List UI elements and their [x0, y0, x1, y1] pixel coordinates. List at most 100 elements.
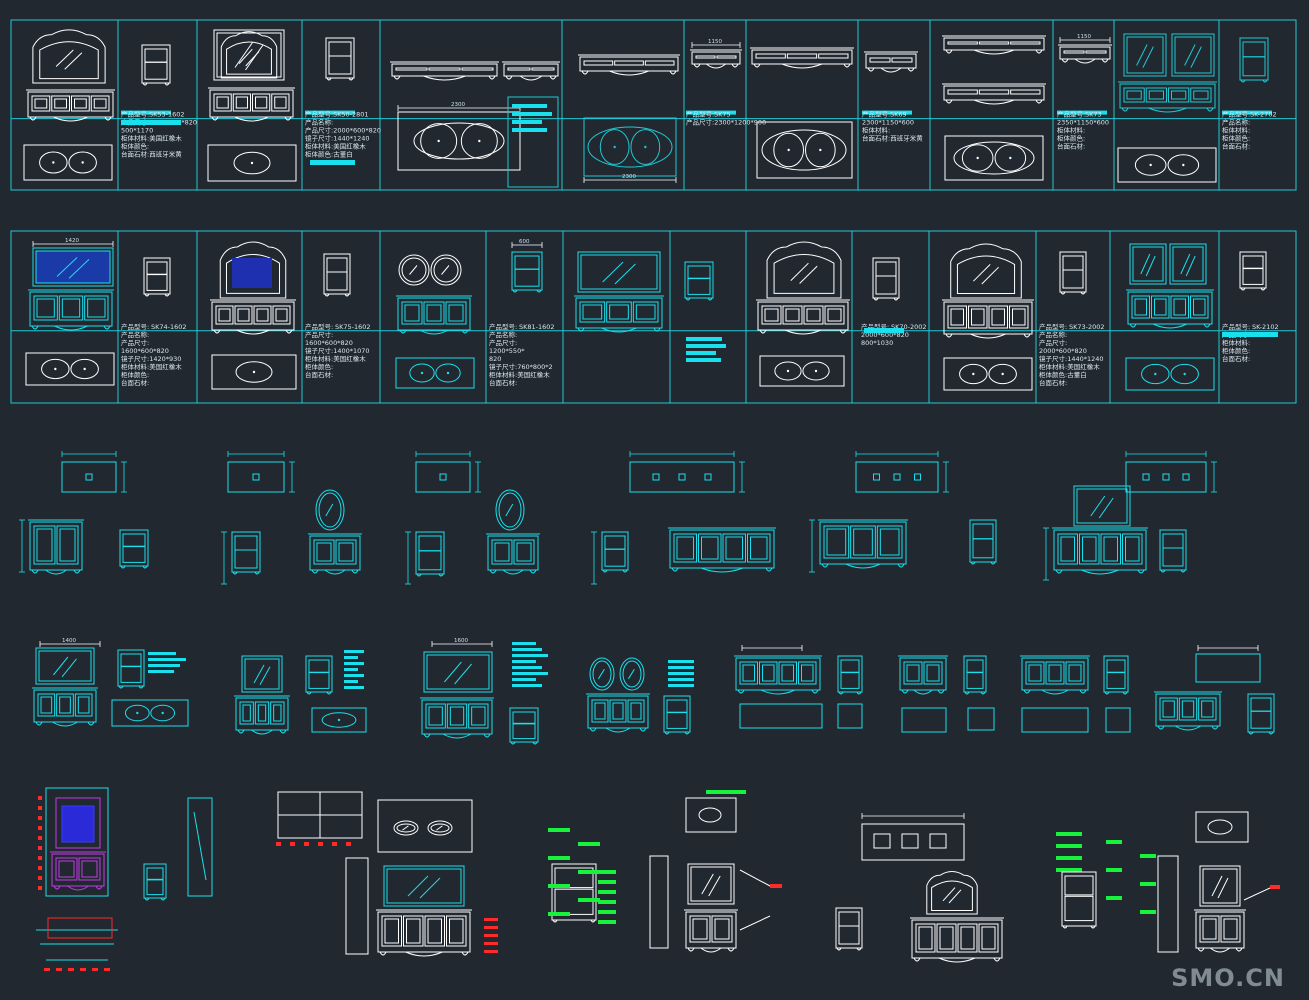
cabinet-door	[947, 89, 978, 95]
cabinet-door-panel	[426, 304, 442, 322]
oval-mirror-frame	[589, 657, 615, 691]
green-dimension-marker	[716, 790, 726, 794]
dimension-label: 1150	[1077, 34, 1091, 40]
mirror-reflection-line	[444, 661, 462, 683]
label-highlight-bar	[686, 337, 722, 341]
cabinet-door	[722, 533, 746, 563]
cabinet-door	[1199, 915, 1220, 943]
cabinet-body	[943, 37, 1045, 51]
label-highlight-bar	[344, 650, 364, 653]
drain-hole	[972, 372, 975, 376]
label-highlight-bar	[864, 328, 904, 333]
red-dimension-marker	[484, 926, 498, 929]
mirror-frame	[383, 865, 465, 907]
cabinet-door-panel	[274, 96, 287, 109]
cabinet-apron	[1074, 58, 1096, 64]
side-cabinet-legs	[970, 561, 996, 565]
mirror-reflection-line	[68, 259, 90, 279]
product-spec-text: 镜子尺寸:1440*1240	[305, 134, 370, 143]
mirror-reflection-line	[1142, 46, 1154, 68]
side-cabinet-door	[308, 671, 330, 689]
magenta-mirror-frame	[55, 797, 101, 849]
basin-outline	[420, 123, 458, 159]
cabinet-door	[423, 301, 445, 325]
basin-outline	[804, 132, 836, 168]
mirror-reflection-line	[454, 663, 472, 685]
mirror-glass-fill	[61, 805, 95, 843]
label-highlight-bar	[668, 672, 694, 675]
cabinet-legs	[759, 329, 847, 334]
drain-hole	[1001, 372, 1004, 376]
label-highlight-bar	[512, 104, 547, 108]
product-spec-text: 台面石材:	[489, 378, 517, 387]
side-cabinet-body	[551, 863, 597, 921]
oval-mirror-glass	[318, 492, 342, 528]
side-cabinet-door	[512, 722, 536, 740]
side-cabinet-door	[1242, 56, 1266, 77]
cabinet-legs	[399, 329, 469, 334]
mirror-reflection-line	[1190, 46, 1202, 68]
product-model-number: SK50-2801	[333, 111, 369, 119]
product-spec-text: 柜体材料:美国红橡木	[121, 134, 182, 143]
cabinet-legs	[753, 63, 851, 68]
product-spec-text: 2000*600*820	[1039, 347, 1087, 355]
red-dimension-marker	[770, 884, 782, 888]
side-cabinet-body	[969, 519, 997, 563]
cabinet-door	[446, 915, 467, 947]
red-dimension-marker	[104, 968, 110, 971]
vanity-top-plan	[377, 799, 473, 853]
mirror-reflection-line	[245, 44, 264, 71]
drain-hole	[819, 148, 822, 152]
cabinet-door	[1085, 50, 1107, 54]
mirror-reflection-line	[1211, 875, 1223, 897]
cabinet-door	[313, 539, 335, 565]
label-highlight-bar	[310, 160, 355, 165]
cabinet-door	[606, 301, 632, 323]
cabinet-door	[627, 699, 645, 723]
cabinet-door-panel	[404, 304, 420, 322]
mirror-reflection-line	[407, 875, 429, 897]
cabinet-door	[74, 693, 93, 717]
side-cabinet-drawer	[1242, 255, 1264, 270]
red-dimension-marker	[318, 842, 323, 846]
cabinet-door	[445, 301, 467, 325]
cabinet-body	[1053, 529, 1147, 571]
cabinet-apron	[784, 329, 822, 335]
label-highlight-bar	[668, 678, 694, 681]
green-dimension-marker	[1106, 868, 1122, 872]
cabinet-body	[1021, 657, 1089, 691]
side-cabinet-legs	[142, 82, 170, 86]
cabinet-legs	[29, 116, 112, 121]
cabinet-apron	[760, 689, 796, 695]
side-cabinet-body	[837, 655, 863, 693]
mirror-glass	[580, 254, 658, 290]
cabinet-door	[1010, 41, 1041, 45]
cabinet-door	[1123, 87, 1145, 103]
countertop-plan	[397, 111, 521, 171]
dimension-label: 600	[519, 239, 530, 245]
label-highlight-bar	[305, 110, 355, 115]
cabinet-door	[632, 301, 659, 323]
mirror-reflection-line	[234, 42, 253, 68]
product-model-number: SK73-2002	[1069, 323, 1105, 331]
faucet-hole	[652, 473, 660, 481]
cabinet-legs	[693, 63, 739, 68]
red-dimension-marker	[38, 856, 42, 860]
side-cabinet-door	[1106, 671, 1126, 689]
label-highlight-bar	[148, 670, 174, 673]
cabinet-body	[1119, 83, 1216, 109]
faucet-hole	[914, 473, 921, 481]
cabinet-door	[711, 915, 733, 943]
basin-outline	[630, 129, 661, 165]
cabinet-door-panel	[827, 308, 842, 322]
side-cabinet-drawer	[1162, 533, 1184, 549]
cabinet-door-panel	[609, 304, 629, 320]
mirror-glass	[1132, 246, 1164, 282]
product-spec-text: 产品型号:	[1222, 322, 1250, 331]
product-spec-text: 柜体颜色:	[1222, 346, 1250, 355]
side-cabinet-legs	[324, 293, 350, 297]
side-cabinet-legs	[306, 691, 332, 695]
cabinet-door	[988, 305, 1008, 329]
mirror-glass	[216, 32, 282, 78]
cabinet-door	[78, 857, 101, 881]
